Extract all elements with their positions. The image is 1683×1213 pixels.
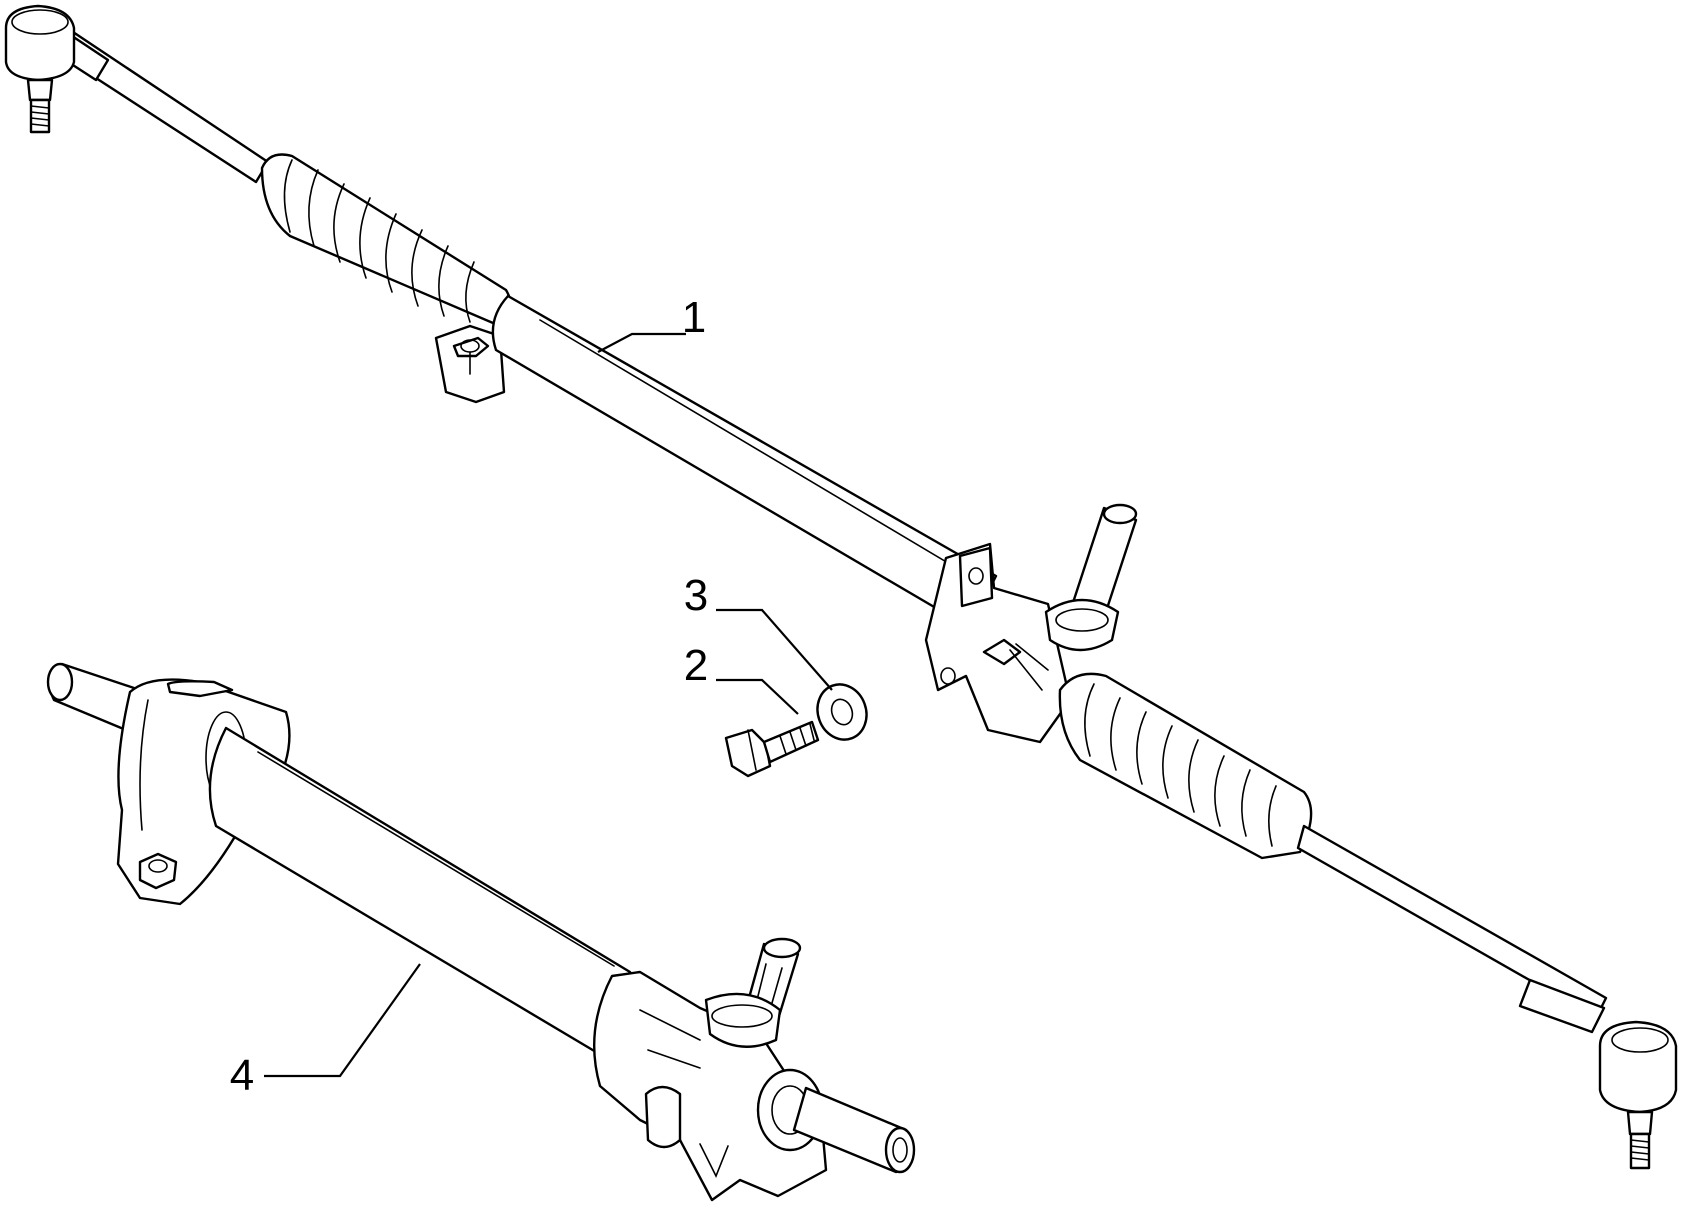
callout-3: 3	[684, 571, 833, 691]
left-bellows-boot	[260, 153, 512, 328]
callout-label-3: 3	[684, 571, 708, 620]
left-mounting-clamp	[434, 324, 506, 404]
right-ball-joint	[1598, 1020, 1678, 1170]
callout-label-4: 4	[230, 1051, 254, 1100]
part-1-steering-rack-assembly	[4, 4, 1678, 1170]
rack-pinion-shaft	[704, 937, 802, 1048]
rack-pinion-housing	[592, 970, 828, 1202]
pinion-shaft	[1044, 503, 1138, 652]
rack-left-end	[46, 662, 136, 732]
part-3-washer	[816, 683, 868, 741]
callout-1: 1	[597, 293, 706, 353]
part-4-bare-steering-rack	[46, 662, 916, 1202]
rack-tube	[491, 294, 998, 630]
left-tie-rod	[60, 28, 270, 184]
part-2-bolt	[724, 720, 820, 778]
callout-2: 2	[684, 641, 799, 715]
callout-label-2: 2	[684, 641, 708, 690]
rack-main-tube	[208, 726, 632, 1054]
callout-label-1: 1	[682, 293, 706, 342]
rack-left-clamp	[116, 678, 291, 906]
callout-4: 4	[230, 963, 421, 1100]
right-bellows-boot	[1058, 672, 1313, 860]
left-ball-joint	[4, 4, 76, 134]
right-tie-rod	[1296, 824, 1608, 1034]
pinion-housing	[924, 542, 1072, 744]
rack-right-output	[756, 1068, 916, 1174]
